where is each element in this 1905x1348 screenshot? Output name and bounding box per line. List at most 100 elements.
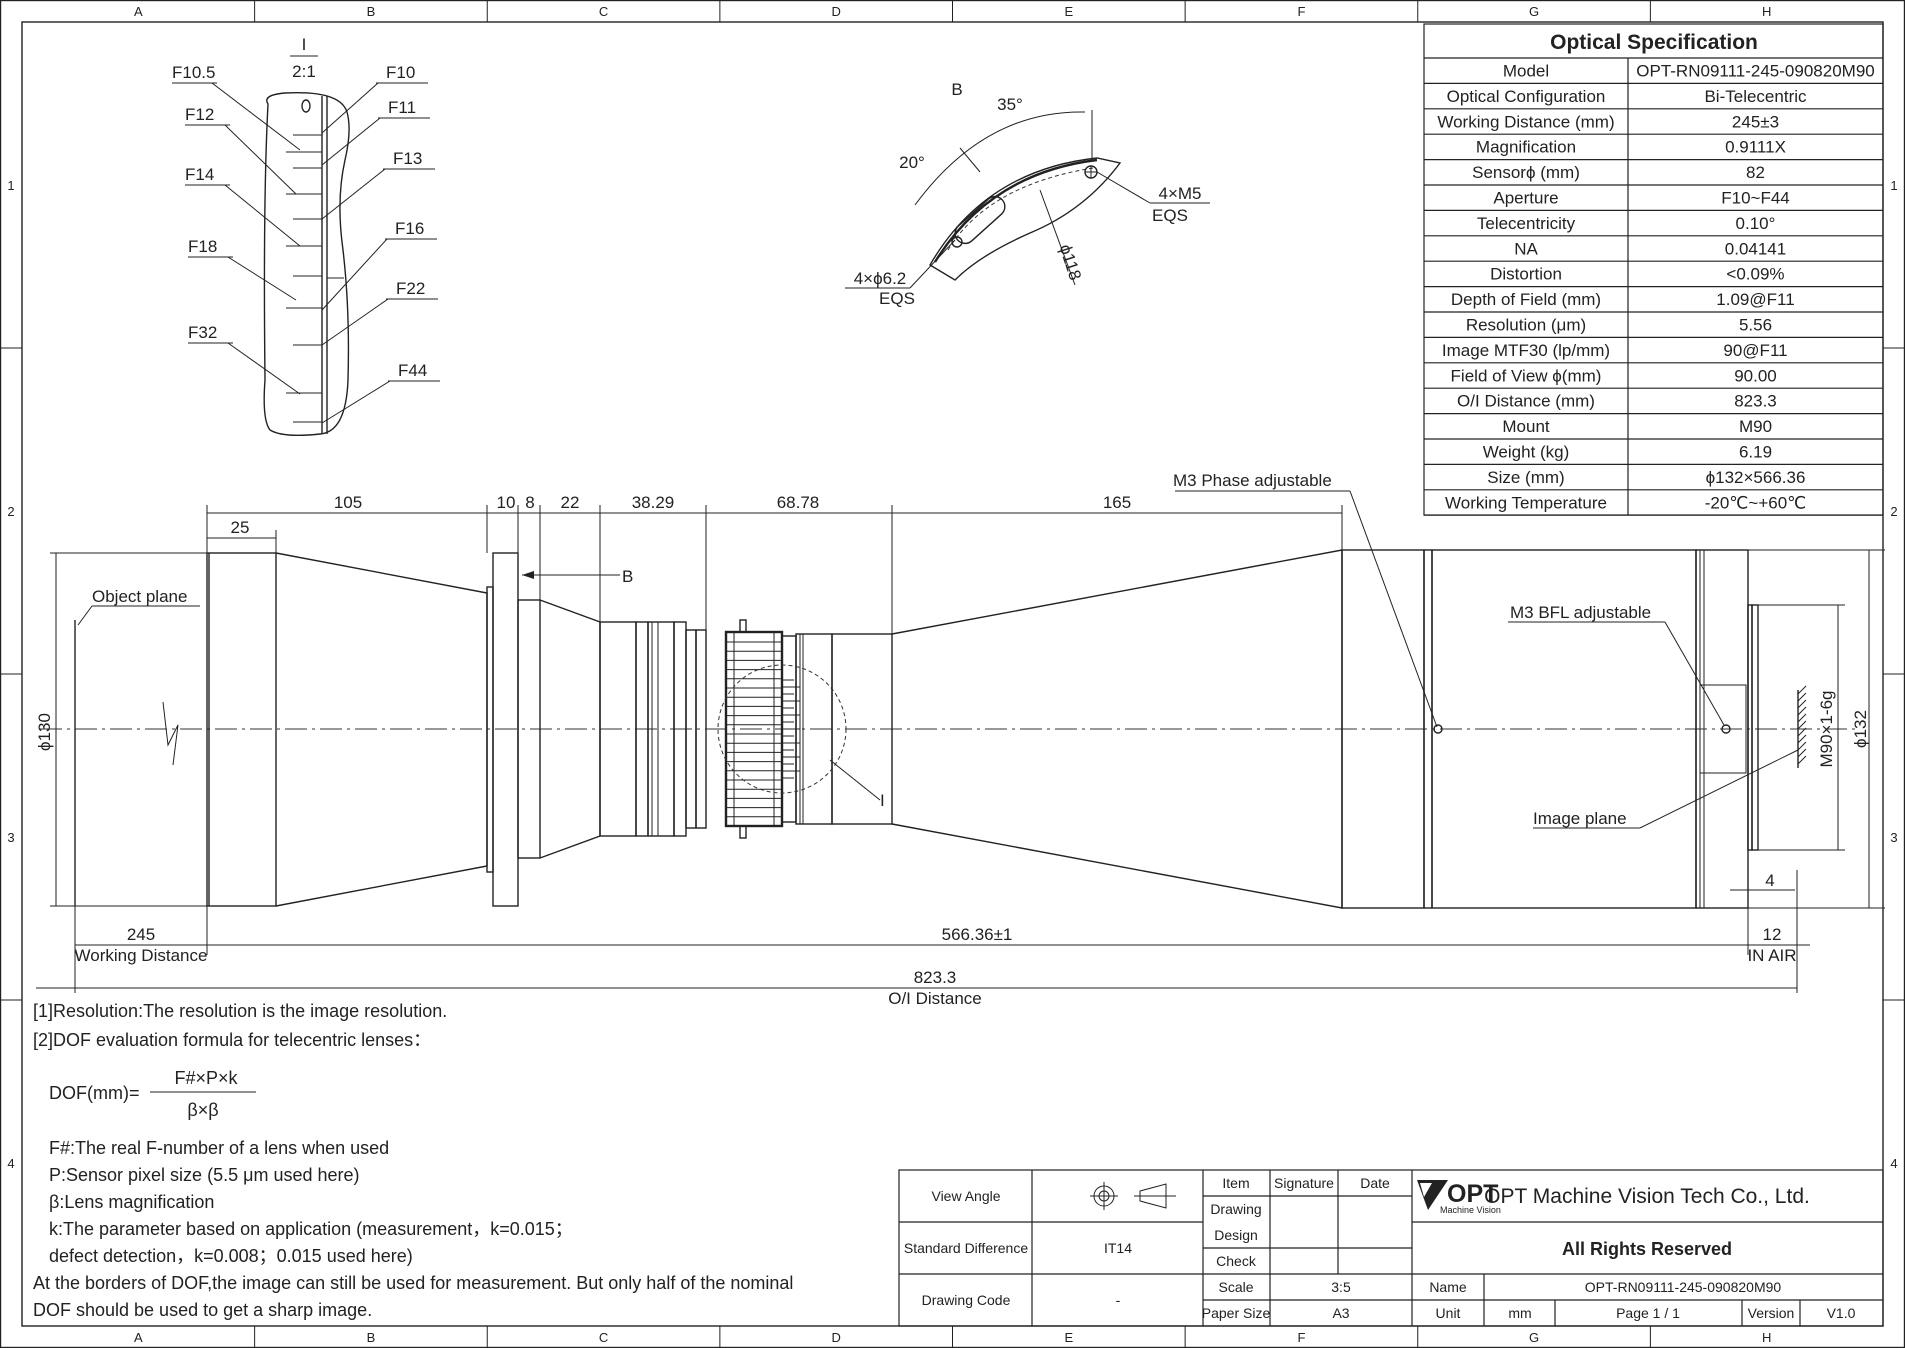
hole-m5: 4×M5 (1159, 184, 1202, 203)
working-distance-label: Working Distance (75, 946, 208, 965)
opt-logo: OPT Machine Vision (1417, 1180, 1501, 1215)
dim-132: ϕ132 (1851, 710, 1870, 748)
aperture-stop-left: F10.5 (172, 63, 215, 82)
std-diff-label: Standard Difference (904, 1240, 1028, 1256)
grid-col-label: H (1762, 1330, 1771, 1345)
spec-key: Distortion (1490, 265, 1562, 284)
spec-value: 823.3 (1734, 392, 1777, 411)
grid-col-label: C (599, 1330, 608, 1345)
paper-size-label: Paper Size (1202, 1305, 1271, 1321)
grid-col-label: B (367, 1330, 376, 1345)
company-name: OPT Machine Vision Tech Co., Ltd. (1484, 1185, 1810, 1208)
spec-value: 0.9111X (1725, 138, 1786, 157)
note-2: [2]DOF evaluation formula for telecentri… (33, 1030, 431, 1050)
spec-title: Optical Specification (1550, 31, 1758, 54)
name-label: Name (1429, 1279, 1467, 1295)
spec-key: Image MTF30 (lp/mm) (1442, 341, 1610, 360)
version-label: Version (1748, 1305, 1795, 1321)
grid-row-label: 4 (1890, 1156, 1897, 1171)
dim-105: 105 (334, 493, 362, 512)
dia-118: ϕ118 (1056, 242, 1085, 283)
aperture-stop-left: F32 (188, 323, 217, 342)
spec-value: 5.56 (1739, 316, 1772, 335)
spec-value: OPT-RN09111-245-090820M90 (1636, 62, 1874, 81)
grid-col-label: F (1297, 4, 1305, 19)
note-beta: β:Lens magnification (49, 1192, 214, 1212)
title-block: View Angle Standard Difference IT14 Draw… (898, 1169, 1884, 1327)
oi-distance-label: O/I Distance (888, 989, 982, 1008)
version-value: V1.0 (1827, 1305, 1856, 1321)
lens-body: I B Object plane M3 Phase adjustable M3 … (40, 471, 1860, 909)
spec-value: <0.09% (1726, 265, 1784, 284)
spec-value: 90@F11 (1723, 341, 1787, 360)
dimensions: 105 25 10 8 22 38.29 68.78 165 245 Worki… (35, 493, 1885, 1008)
grid-row-label: 3 (7, 830, 14, 845)
spec-key: Sensorϕ (mm) (1472, 163, 1580, 182)
drawing-code-label: Drawing Code (922, 1292, 1011, 1308)
dim-4: 4 (1765, 871, 1774, 890)
item-header: Item (1222, 1175, 1249, 1191)
unit-value: mm (1508, 1305, 1531, 1321)
dim-165: 165 (1103, 493, 1131, 512)
note-sharp: DOF should be used to get a sharp image. (33, 1300, 372, 1320)
grid-col-label: E (1064, 4, 1073, 19)
angle-35: 35° (997, 95, 1023, 114)
spec-key: Optical Configuration (1447, 87, 1606, 106)
spec-key: Weight (kg) (1483, 443, 1570, 462)
dim-8233: 823.3 (914, 968, 957, 987)
dim-245: 245 (127, 925, 155, 944)
spec-key: Magnification (1476, 138, 1576, 157)
spec-key: Aperture (1493, 189, 1558, 208)
note-1: [1]Resolution:The resolution is the imag… (33, 1001, 447, 1021)
grid-row-label: 2 (7, 504, 14, 519)
detail-i: I 2:1 F10.5F12F14F18F32F10F11F13F16F22F4… (172, 35, 440, 437)
spec-value: -20℃~+60℃ (1705, 493, 1807, 512)
note-border: At the borders of DOF,the image can stil… (33, 1273, 793, 1293)
aperture-stop-right: F11 (388, 98, 416, 117)
drawing-code-value: - (1116, 1292, 1121, 1308)
detail-id: I (302, 35, 307, 54)
spec-value: 90.00 (1734, 366, 1777, 385)
dim-12: 12 (1763, 925, 1782, 944)
aperture-stop-right: F10 (386, 63, 415, 82)
spec-value: 0.10° (1736, 214, 1776, 233)
detail-scale: 2:1 (292, 62, 316, 81)
image-plane-label: Image plane (1533, 809, 1627, 828)
note-defect: defect detection，k=0.008；0.015 used here… (49, 1246, 413, 1266)
view-angle-label: View Angle (931, 1188, 1000, 1204)
check-row: Check (1216, 1253, 1257, 1269)
view-b-callout: B (622, 567, 633, 586)
projection-symbol (1090, 1182, 1176, 1210)
grid-col-label: H (1762, 4, 1771, 19)
brand-text: OPT (1447, 1180, 1498, 1208)
scale-value: 3:5 (1331, 1279, 1351, 1295)
grid-row-label: 3 (1890, 830, 1897, 845)
spec-key: Size (mm) (1487, 468, 1564, 487)
name-value: OPT-RN09111-245-090820M90 (1585, 1279, 1782, 1295)
note-pixel: P:Sensor pixel size (5.5 μm used here) (49, 1165, 360, 1185)
hole-m5-eqs: EQS (1152, 206, 1188, 225)
date-header: Date (1360, 1175, 1390, 1191)
hole-62: 4×ϕ6.2 (854, 269, 907, 288)
aperture-stop-left: F18 (188, 237, 217, 256)
spec-value: ϕ132×566.36 (1706, 468, 1806, 487)
dim-130: ϕ130 (35, 713, 54, 751)
grid-col-label: F (1297, 1330, 1305, 1345)
dim-m90: M90×1-6g (1817, 690, 1836, 767)
dim-22: 22 (561, 493, 580, 512)
spec-key: Mount (1502, 417, 1550, 436)
spec-key: Model (1503, 62, 1549, 81)
dim-8: 8 (525, 493, 534, 512)
in-air-label: IN AIR (1747, 946, 1796, 965)
spec-key: Working Distance (mm) (1437, 112, 1614, 131)
grid-col-label: G (1529, 4, 1539, 19)
grid-row-label: 1 (1890, 178, 1897, 193)
scale-label: Scale (1218, 1279, 1253, 1295)
grid-col-label: E (1064, 1330, 1073, 1345)
spec-key: Working Temperature (1445, 493, 1607, 512)
m3-bfl-label: M3 BFL adjustable (1510, 603, 1651, 622)
spec-key: Resolution (μm) (1466, 316, 1586, 335)
dim-10: 10 (497, 493, 516, 512)
unit-label: Unit (1436, 1305, 1461, 1321)
